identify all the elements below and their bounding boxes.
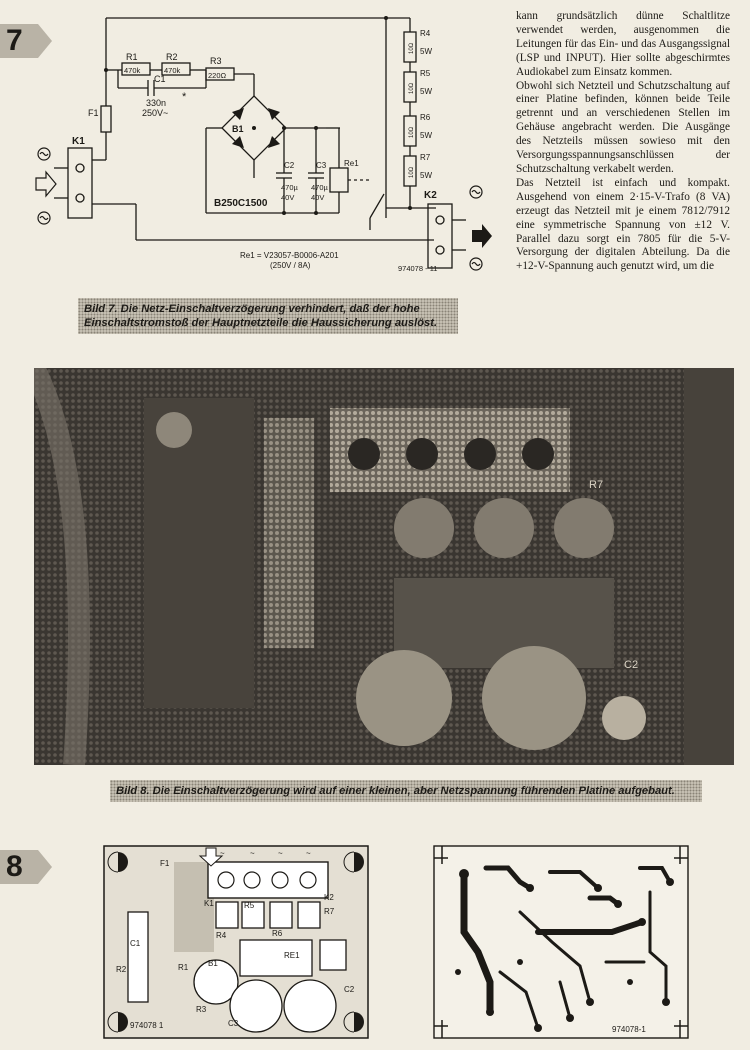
fig8-label-r7: R7	[324, 907, 335, 916]
fig8-label-r1: R1	[178, 963, 189, 972]
photo-illustration: R7 C2	[34, 368, 734, 765]
fig7-label-c1-voltage: 250V~	[142, 108, 168, 118]
fig7-r5-value: 10Ω	[409, 82, 415, 94]
fig7-label-r3: R3	[210, 56, 222, 66]
figure-badge-arrow-icon	[0, 850, 52, 884]
fig7-label-f1: F1	[88, 108, 99, 118]
fig7-label-r5: R5	[420, 69, 431, 78]
figure-8-component-layout: F1 ~ ~ ~ ~ K1 K2 R4 R5 R6 R7 C1 R2 R1 R3…	[103, 845, 369, 1039]
fig8-code-right: 974078-1	[612, 1025, 646, 1034]
fig8-label-tilde: ~	[250, 849, 255, 858]
body-paragraph: Das Netzteil ist einfach und kompakt. Au…	[516, 176, 730, 273]
fig7-label-b1: B1	[232, 124, 244, 134]
fig8-label-tilde: ~	[220, 849, 225, 858]
fig8-label-r4: R4	[216, 931, 227, 940]
fig7-label-r7-w: 5W	[420, 171, 432, 180]
fig7-label-re1: Re1	[344, 159, 359, 168]
figure-badge-arrow-icon	[0, 24, 52, 58]
fig7-label-r6: R6	[420, 113, 431, 122]
fig8-label-r6: R6	[272, 929, 283, 938]
fig7-label-star: *	[182, 91, 187, 103]
fig7-label-c1-value: 330n	[146, 98, 166, 108]
fig7-label-c3-voltage: 40V	[311, 193, 324, 202]
fig7-relay-note: Re1 = V23057-B0006-A201	[240, 251, 339, 260]
fig7-label-r5-w: 5W	[420, 87, 432, 96]
figure-8-number: 8	[6, 850, 23, 883]
body-paragraph: Obwohl sich Netzteil und Schutzschaltung…	[516, 79, 730, 175]
fig8-code-left: 974078 1	[130, 1021, 164, 1030]
fig8-label-tilde: ~	[306, 849, 311, 858]
fig7-r6-value: 10Ω	[409, 126, 415, 138]
fig7-label-k1: K1	[72, 136, 85, 147]
fig7-relay-rating: (250V / 8A)	[270, 261, 311, 270]
fig7-label-bridge: B250C1500	[214, 198, 268, 209]
fig7-label-r2: R2	[166, 52, 178, 62]
fig7-label-k2: K2	[424, 190, 437, 201]
fig7-label-r4: R4	[420, 29, 431, 38]
figure-photo-caption: Bild 8. Die Einschaltverzögerung wird au…	[110, 780, 702, 802]
photo-label-r7: R7	[589, 479, 603, 491]
fig7-label-r1: R1	[126, 52, 138, 62]
fig8-label-f1: F1	[160, 859, 170, 868]
fig8-label-c2: C2	[344, 985, 355, 994]
photo-label-c2: C2	[624, 659, 638, 671]
fig7-label-r6-w: 5W	[420, 131, 432, 140]
fig7-label-r2-value: 470k	[164, 66, 181, 75]
fig7-label-c1: C1	[154, 74, 166, 84]
body-text-column: kann grundsätzlich dünne Schaltlitze ver…	[516, 10, 730, 274]
fig8-label-c3: C3	[228, 1019, 239, 1028]
fig8-label-r3: R3	[196, 1005, 207, 1014]
fig7-label-c2-voltage: 40V	[281, 193, 294, 202]
fig8-label-b1: B1	[208, 959, 218, 968]
fig7-label-r1-value: 470k	[124, 66, 141, 75]
fig8-label-re1: RE1	[284, 951, 300, 960]
fig7-code: 974078 - 11	[398, 264, 437, 273]
fig8-label-c1: C1	[130, 939, 141, 948]
figure-7-badge: 7	[0, 22, 54, 60]
figure-7-caption: Bild 7. Die Netz-Einschaltverzögerung ve…	[78, 298, 458, 334]
fig7-label-r3-value: 220Ω	[208, 71, 227, 80]
figure-8-badge: 8	[0, 848, 54, 886]
fig8-label-tilde: ~	[278, 849, 283, 858]
figure-7-number: 7	[6, 24, 23, 57]
fig7-label-c3-value: 470µ	[311, 183, 329, 192]
fig8-label-r2: R2	[116, 965, 127, 974]
fig7-label-c2-value: 470µ	[281, 183, 299, 192]
fig7-label-c2: C2	[284, 161, 295, 170]
circuit-board-photo: R7 C2	[34, 368, 734, 765]
fig8-label-k2: K2	[324, 893, 334, 902]
fig8-label-r5: R5	[244, 901, 255, 910]
fig7-label-r7: R7	[420, 153, 431, 162]
fig7-label-r4-w: 5W	[420, 47, 432, 56]
fig7-r4-value: 10Ω	[409, 42, 415, 54]
fig7-r7-value: 10Ω	[409, 166, 415, 178]
fig8-label-k1: K1	[204, 899, 214, 908]
figure-8-copper-layout: 974078-1	[433, 845, 689, 1039]
body-paragraph: kann grundsätzlich dünne Schaltlitze ver…	[516, 10, 730, 78]
fig7-label-c3: C3	[316, 161, 327, 170]
figure-7-schematic: K1 F1 R1 470k R2 470k R3 220Ω C1 330n 25…	[35, 16, 492, 273]
